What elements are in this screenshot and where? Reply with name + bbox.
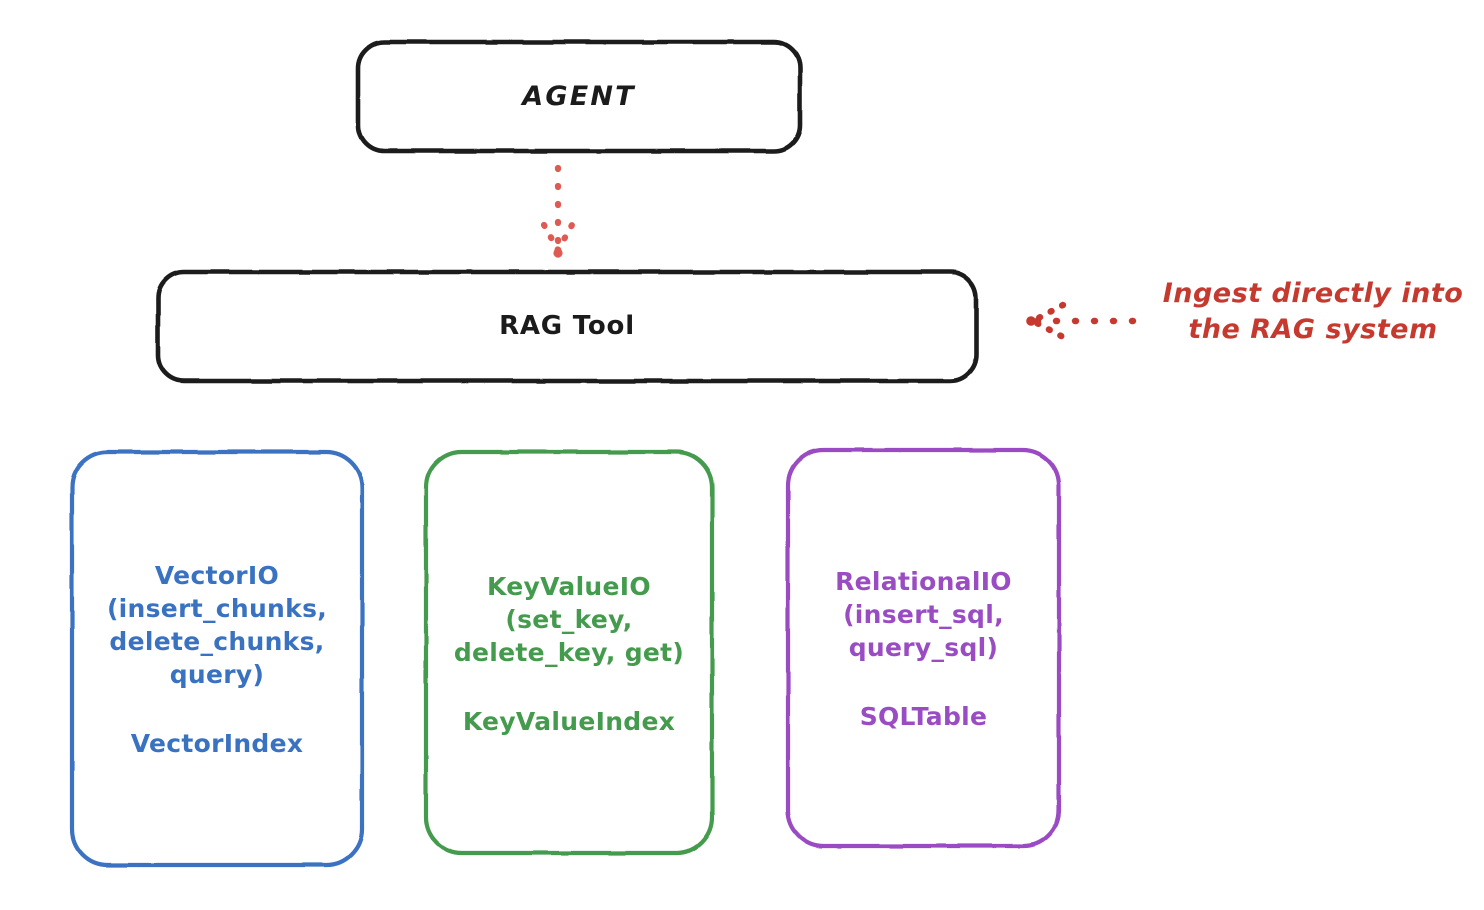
sql-table-label: SQLTable [859, 702, 988, 731]
key-value-io-node[interactable]: KeyValueIO (set_key, delete_key, get) Ke… [424, 450, 714, 855]
ingest-to-rag-connector [1026, 301, 1137, 341]
key-value-io-api-label: KeyValueIO (set_key, delete_key, get) [453, 571, 685, 667]
relational-io-node[interactable]: RelationalIO (insert_sql, query_sql) SQL… [786, 448, 1061, 848]
agent-label: AGENT [522, 80, 636, 112]
rag-tool-label: RAG Tool [499, 310, 635, 341]
vector-io-node[interactable]: VectorIO (insert_chunks, delete_chunks, … [70, 450, 364, 867]
rag-tool-node[interactable]: RAG Tool [156, 270, 978, 383]
rag-tool-box-outline [155, 269, 979, 384]
agent-to-rag-connector [540, 164, 576, 258]
relational-io-box-outline [785, 447, 1062, 849]
key-value-index-label: KeyValueIndex [462, 706, 676, 736]
agent-node[interactable]: AGENT [356, 40, 802, 153]
agent-box-outline [355, 39, 803, 154]
key-value-io-box-outline [423, 449, 715, 856]
vector-io-box-outline [69, 449, 365, 868]
ingest-annotation-text: Ingest directly into the RAG system [1162, 278, 1464, 346]
relational-io-api-label: RelationalIO (insert_sql, query_sql) [835, 567, 1012, 662]
vector-io-api-label: VectorIO (insert_chunks, delete_chunks, … [106, 561, 328, 689]
vector-index-label: VectorIndex [130, 729, 304, 758]
